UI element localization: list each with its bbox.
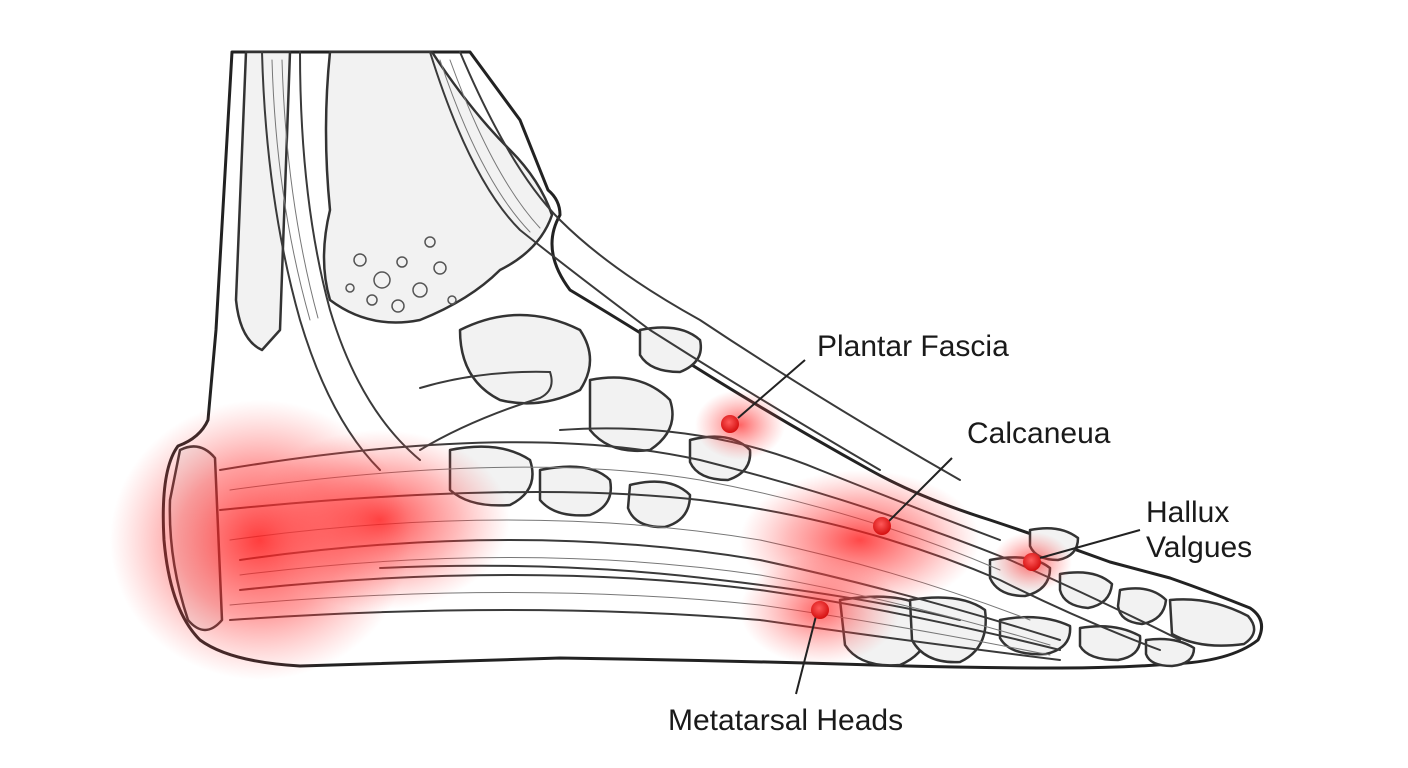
label-hallux-line1: Hallux	[1146, 496, 1229, 529]
marker-dots	[721, 415, 1041, 619]
marker-plantar-fascia	[721, 415, 739, 433]
marker-calcaneua	[873, 517, 891, 535]
inflammation-glow	[110, 390, 1072, 680]
marker-hallux-valgues	[1023, 553, 1041, 571]
marker-metatarsal-heads	[811, 601, 829, 619]
label-metatarsal-heads: Metatarsal Heads	[668, 704, 903, 737]
leader-lines	[737, 359, 1141, 695]
leg-bones	[234, 50, 554, 352]
label-plantar-fascia: Plantar Fascia	[817, 330, 1009, 363]
label-calcaneua: Calcaneua	[967, 417, 1111, 450]
label-hallux-line2: Valgues	[1146, 531, 1252, 564]
bone-texture	[345, 236, 457, 313]
callout-labels: Plantar Fascia Calcaneua Hallux Valgues …	[668, 330, 1252, 737]
